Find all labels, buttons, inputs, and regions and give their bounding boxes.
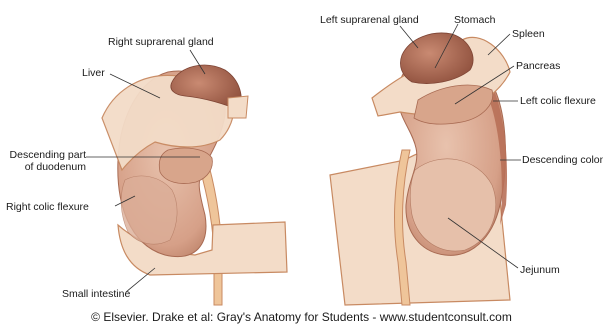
colic-flexure-area <box>121 176 177 244</box>
copyright-credit: © Elsevier. Drake et al: Gray's Anatomy … <box>0 310 603 324</box>
label-liver: Liver <box>82 67 105 79</box>
label-spleen: Spleen <box>512 28 545 40</box>
label-left-suprarenal-gland: Left suprarenal gland <box>320 14 419 26</box>
gland-contact-tab <box>228 96 248 118</box>
label-jejunum: Jejunum <box>520 264 560 276</box>
label-left-colic-flexure: Left colic flexure <box>520 95 596 107</box>
label-descending-duodenum-1: Descending part <box>4 149 86 161</box>
label-right-suprarenal-gland: Right suprarenal gland <box>108 36 214 48</box>
label-stomach: Stomach <box>454 14 495 26</box>
label-small-intestine: Small intestine <box>62 288 130 300</box>
label-right-colic-flexure: Right colic flexure <box>6 201 89 213</box>
left-kidney-figure <box>330 33 510 305</box>
label-descending-duodenum-2: of duodenum <box>4 161 86 173</box>
label-pancreas: Pancreas <box>516 60 560 72</box>
lower-pole-highlight <box>410 159 495 251</box>
right-kidney-figure <box>102 65 287 305</box>
leader-small-intestine <box>126 268 155 292</box>
label-descending-colon: Descending colon <box>522 154 603 166</box>
